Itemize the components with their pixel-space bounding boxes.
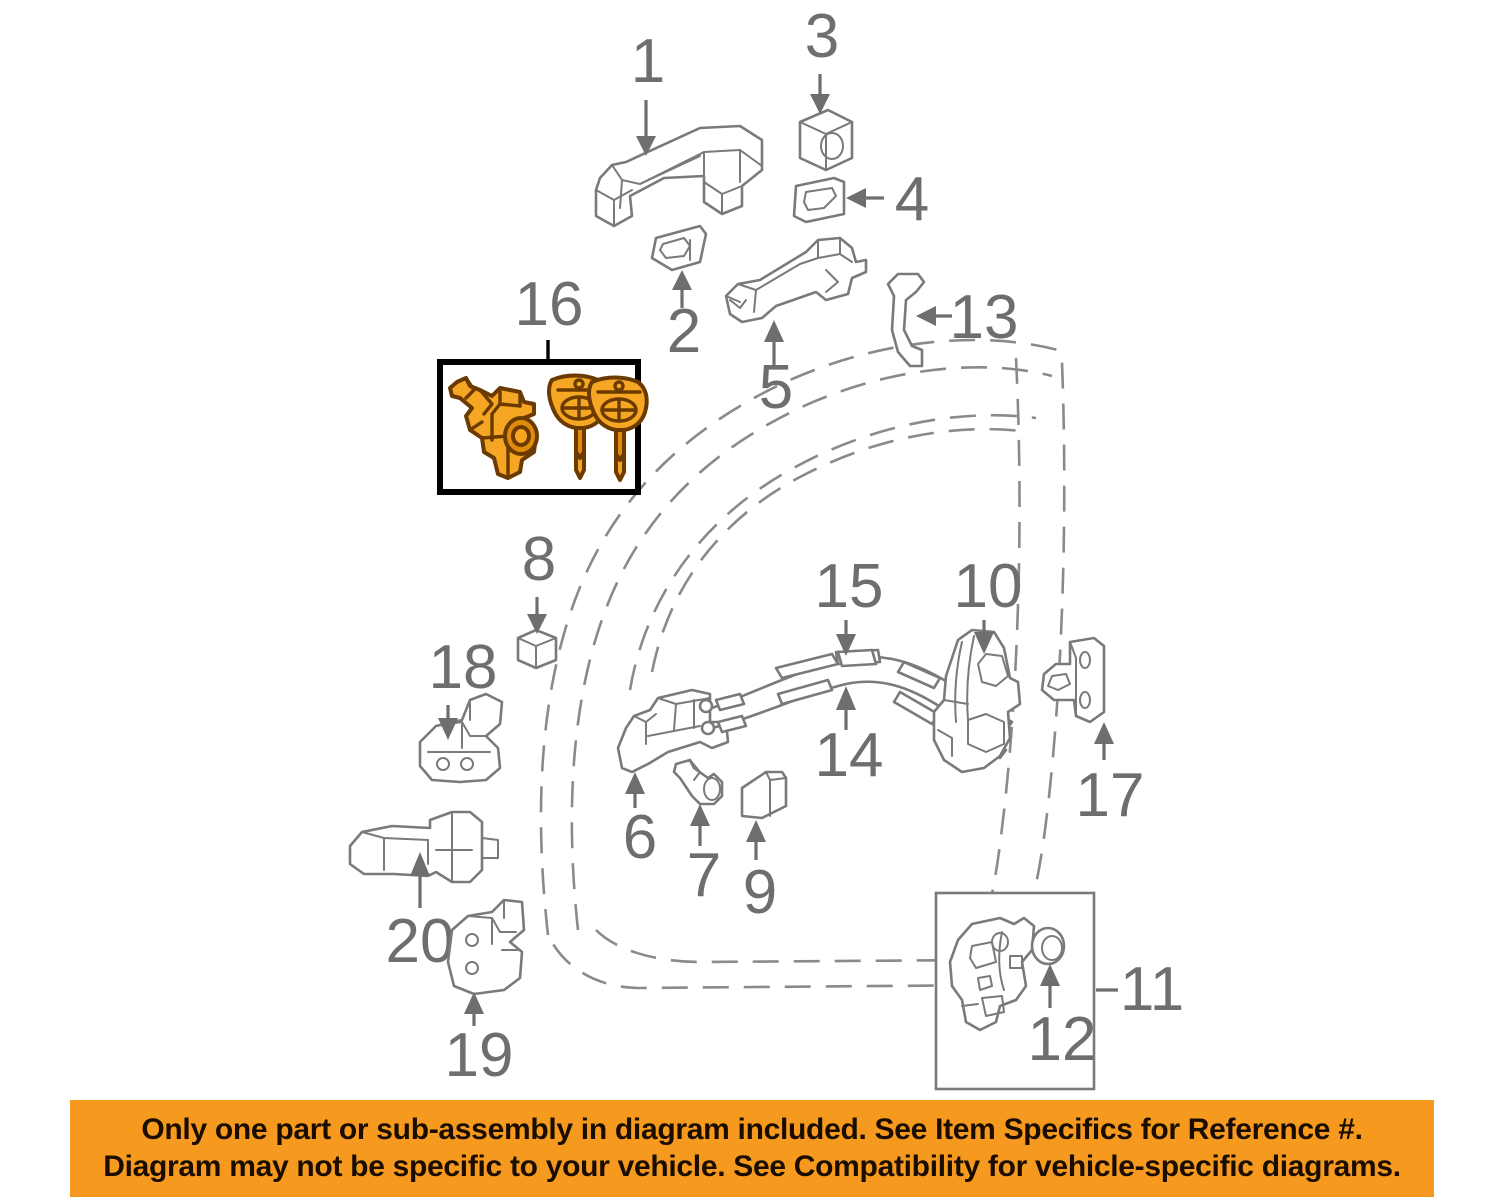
part-door-striker [1040,636,1106,724]
callout-leader-1 [636,100,656,156]
part-upper-door-hinge [418,692,504,784]
callout-number-15: 15 [815,552,884,621]
callout-number-3: 3 [805,2,839,71]
part-inside-handle-bezel [740,770,788,820]
disclaimer-banner: Only one part or sub-assembly in diagram… [70,1100,1434,1197]
highlight-inset-door-lock-cylinder-and-key-set [437,359,649,495]
callout-leader-19 [464,992,484,1026]
callout-number-4: 4 [895,165,929,234]
callout-number-6: 6 [623,803,657,872]
callout-leader-2 [672,270,692,308]
callout-leader-18 [438,705,458,740]
disclaimer-line-1: Only one part or sub-assembly in diagram… [141,1112,1363,1146]
callout-leader-15 [836,620,856,656]
callout-number-11: 11 [1120,955,1184,1024]
disclaimer-line-2: Diagram may not be specific to your vehi… [103,1149,1401,1183]
callout-leader-3 [810,74,830,114]
part-outside-door-handle [594,124,764,228]
callout-number-1: 1 [631,27,665,96]
callout-leader-8 [527,597,547,634]
callout-leader-12 [1040,964,1060,1008]
callout-number-8: 8 [522,525,556,594]
part-door-lock-striker-plug [516,628,558,670]
callout-number-18: 18 [429,633,498,702]
callout-number-10: 10 [954,552,1023,621]
callout-number-5: 5 [759,353,793,422]
part-door-lock-actuator-assembly [932,628,1022,774]
callout-leader-13 [916,306,952,326]
callout-number-14: 14 [815,721,884,790]
callout-leader-6 [625,772,645,808]
callout-leader-17 [1094,722,1114,760]
callout-number-7: 7 [687,841,721,910]
part-key-2 [587,375,649,482]
part-lock-cylinder-bezel-cover [792,176,846,224]
callout-leader-4 [846,188,884,208]
callout-number-17: 17 [1076,761,1145,830]
callout-number-16: 16 [515,270,584,339]
part-door-check-strap-arm [348,810,499,884]
callout-number-20: 20 [386,907,455,976]
callout-leader-14 [836,686,856,730]
callout-number-13: 13 [950,283,1019,352]
part-handle-screw-bolt [672,758,724,806]
callout-leader-7 [690,804,710,846]
callout-number-12: 12 [1028,1005,1097,1074]
part-outside-handle-frame-base [724,236,868,324]
callout-number-9: 9 [743,858,777,927]
part-handle-end-cap-with-keyhole [798,108,854,172]
callout-leader-20 [410,852,430,908]
callout-leader-5 [764,320,784,366]
part-handle-cover-cap [650,224,708,272]
inset-rear-door-lock-assembly [934,891,1096,1091]
part-lock-control-rod [886,272,926,368]
callout-number-19: 19 [445,1021,514,1090]
part-lower-door-hinge [446,898,526,996]
callout-number-2: 2 [667,297,701,366]
callout-leader-10 [974,620,994,654]
part-lock-cylinder [448,376,539,480]
callout-leader-9 [746,820,766,860]
